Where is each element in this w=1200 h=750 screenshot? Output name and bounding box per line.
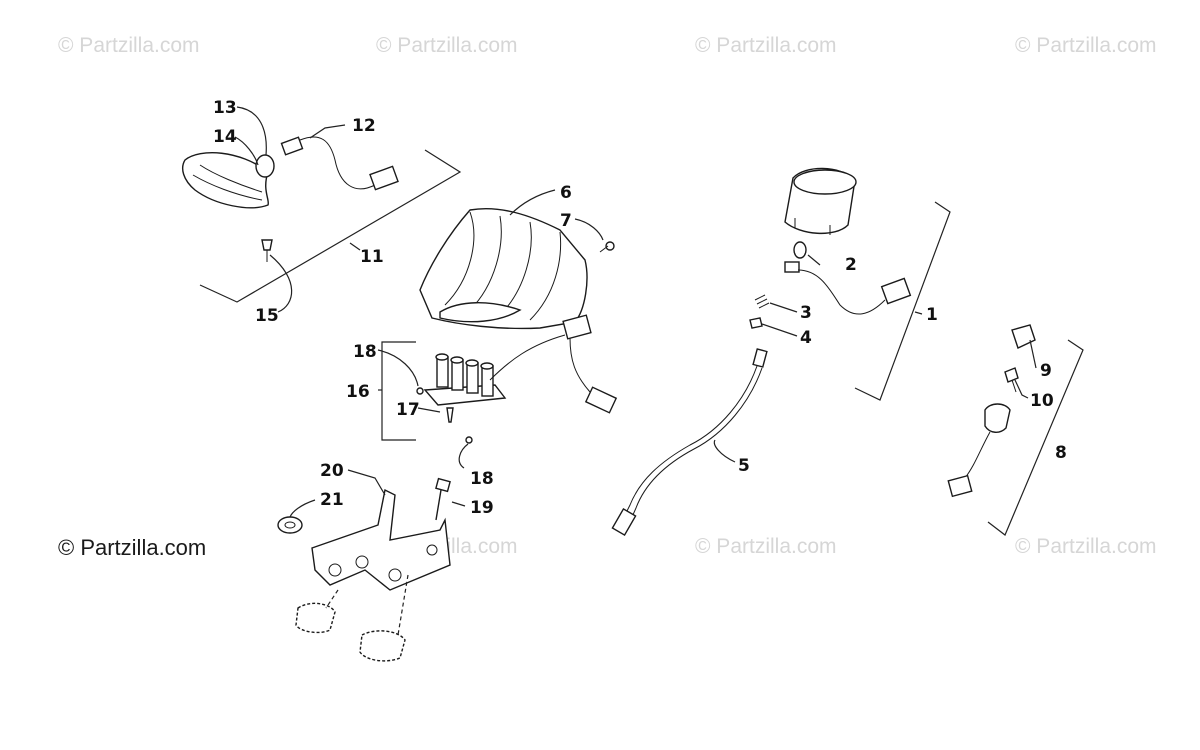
indicator-connector-a [562,314,592,340]
cable-end [611,508,637,536]
grommet [277,516,303,534]
callout-7: 7 [560,211,572,231]
ignition-group [947,324,1084,536]
headlight-hood [419,208,588,330]
callout-4: 4 [800,328,812,348]
watermark-dark: © Partzilla.com [58,535,207,560]
watermark-top-3: © Partzilla.com [695,34,837,57]
watermark-mid-3: © Partzilla.com [1015,535,1157,558]
callout-9: 9 [1040,361,1052,381]
callout-16: 16 [346,382,370,402]
callout-11: 11 [360,247,384,267]
watermark-top-2: © Partzilla.com [376,34,518,57]
callout-3: 3 [800,303,812,323]
group-bracket-16 [381,341,416,441]
group-bracket-1 [854,201,951,401]
callout-18-upper: 18 [353,342,377,362]
group-bracket-11 [199,149,462,303]
callout-14: 14 [213,127,237,147]
callout-20: 20 [320,461,344,481]
callout-10: 10 [1030,391,1054,411]
indicator-connector-b [584,386,618,414]
screw-15 [261,239,273,251]
watermark-mid-2: © Partzilla.com [695,535,837,558]
callout-13: 13 [213,98,237,118]
watermark-top-4: © Partzilla.com [1015,34,1157,57]
taillight-connector [369,165,399,191]
callout-6: 6 [560,183,572,203]
indicator-group [377,314,618,469]
speedometer-group [749,167,951,401]
callout-8: 8 [1055,443,1067,463]
callout-1: 1 [926,305,938,325]
callout-18-lower: 18 [470,469,494,489]
ignition-connector [947,474,973,498]
group-bracket-8 [987,339,1084,536]
bracket-group [277,469,466,662]
bulb [255,154,275,178]
callout-15: 15 [255,306,279,326]
callout-19: 19 [470,498,494,518]
ignition-cap [1011,324,1036,349]
callout-12: 12 [352,116,376,136]
socket [280,136,304,156]
hood-group [419,189,615,330]
speedo-cable-group [611,348,768,536]
mount-bracket [311,488,451,591]
watermark-top-1: © Partzilla.com [58,34,200,57]
taillight-lens [182,152,270,209]
rubber-mount-1 [295,602,336,634]
taillight-group [182,106,462,313]
callout-2: 2 [845,255,857,275]
callout-5: 5 [738,456,750,476]
callout-21: 21 [320,490,344,510]
callout-17: 17 [396,400,420,420]
rubber-mount-2 [359,630,406,662]
speedometer-connector [880,277,912,305]
